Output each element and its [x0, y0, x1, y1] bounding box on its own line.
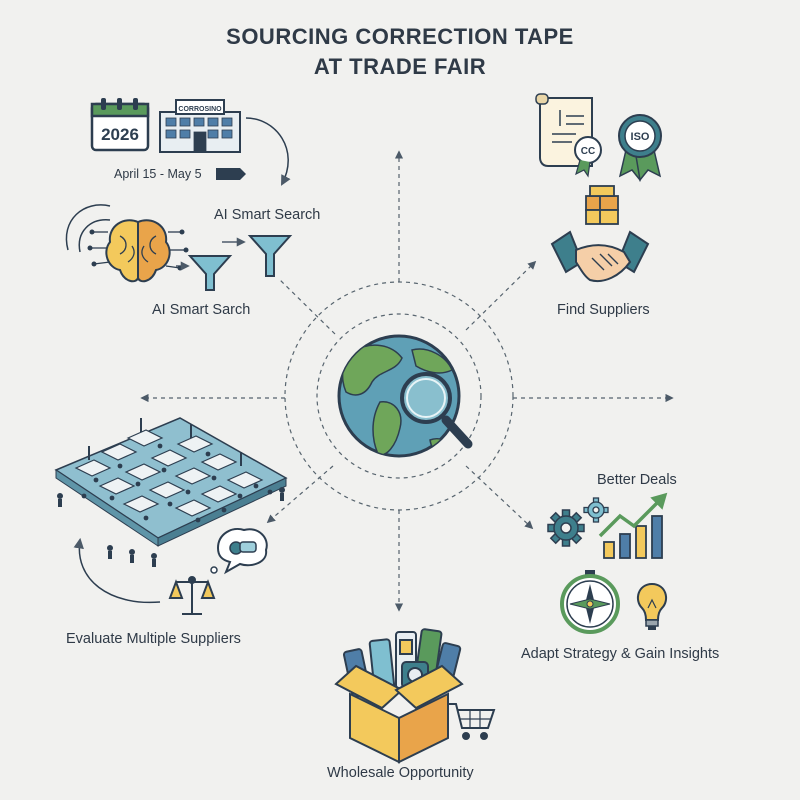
label-find-suppliers: Find Suppliers	[557, 302, 650, 318]
building-sign: CORROSINO	[178, 106, 222, 113]
date-arrow-icon	[216, 168, 246, 180]
brain-icon	[65, 204, 189, 283]
compass-icon	[560, 570, 620, 634]
growth-chart-icon	[598, 492, 668, 559]
handshake-icon	[550, 230, 650, 282]
scale-icon	[168, 576, 216, 615]
gears-icon	[547, 497, 609, 547]
iso-badge-icon: ISO	[618, 114, 662, 182]
certificate-icon: CC	[535, 93, 602, 178]
line-up-left	[277, 277, 336, 335]
funnel-icon	[176, 255, 233, 291]
title-line-2: AT TRADE FAIR	[313, 54, 487, 79]
label-wholesale-opportunity: Wholesale Opportunity	[327, 765, 474, 781]
curved-arrow-left	[73, 537, 161, 604]
trade-fair-floor-icon	[54, 417, 288, 567]
diagram-title: SOURCING CORRECTION TAPE AT TRADE FAIR	[0, 22, 800, 82]
label-adapt-strategy: Adapt Strategy & Gain Insights	[521, 646, 720, 662]
iso-badge-text: ISO	[631, 131, 650, 143]
shopping-cart-icon	[448, 703, 496, 740]
boxes-icon	[585, 185, 619, 225]
label-ai-smart-search-top: AI Smart Search	[214, 207, 321, 223]
label-evaluate-suppliers: Evaluate Multiple Suppliers	[66, 631, 241, 647]
globe-icon	[337, 334, 461, 458]
title-line-1: SOURCING CORRECTION TAPE	[226, 24, 574, 49]
box-of-products-icon	[334, 628, 464, 764]
arrow-down-right	[465, 465, 534, 530]
building-icon: CORROSINO	[159, 99, 241, 153]
curved-arrow-top-left	[245, 117, 291, 186]
lightbulb-icon	[636, 582, 668, 630]
event-date-range: April 15 - May 5	[114, 167, 202, 181]
connector-lines	[140, 150, 674, 612]
label-better-deals: Better Deals	[597, 472, 677, 488]
funnel-icon-second	[222, 235, 293, 277]
label-ai-smart-search-bottom: AI Smart Sarch	[152, 302, 251, 318]
arrow-down-left	[266, 465, 334, 524]
tape-bubble-icon	[210, 528, 268, 575]
calendar-icon: 2026	[90, 98, 150, 152]
calendar-year: 2026	[101, 125, 139, 144]
cc-badge-text: CC	[581, 146, 595, 157]
arrow-up-right	[465, 260, 537, 331]
magnifier-icon	[400, 372, 473, 449]
inner-dashed-ring	[316, 313, 482, 479]
